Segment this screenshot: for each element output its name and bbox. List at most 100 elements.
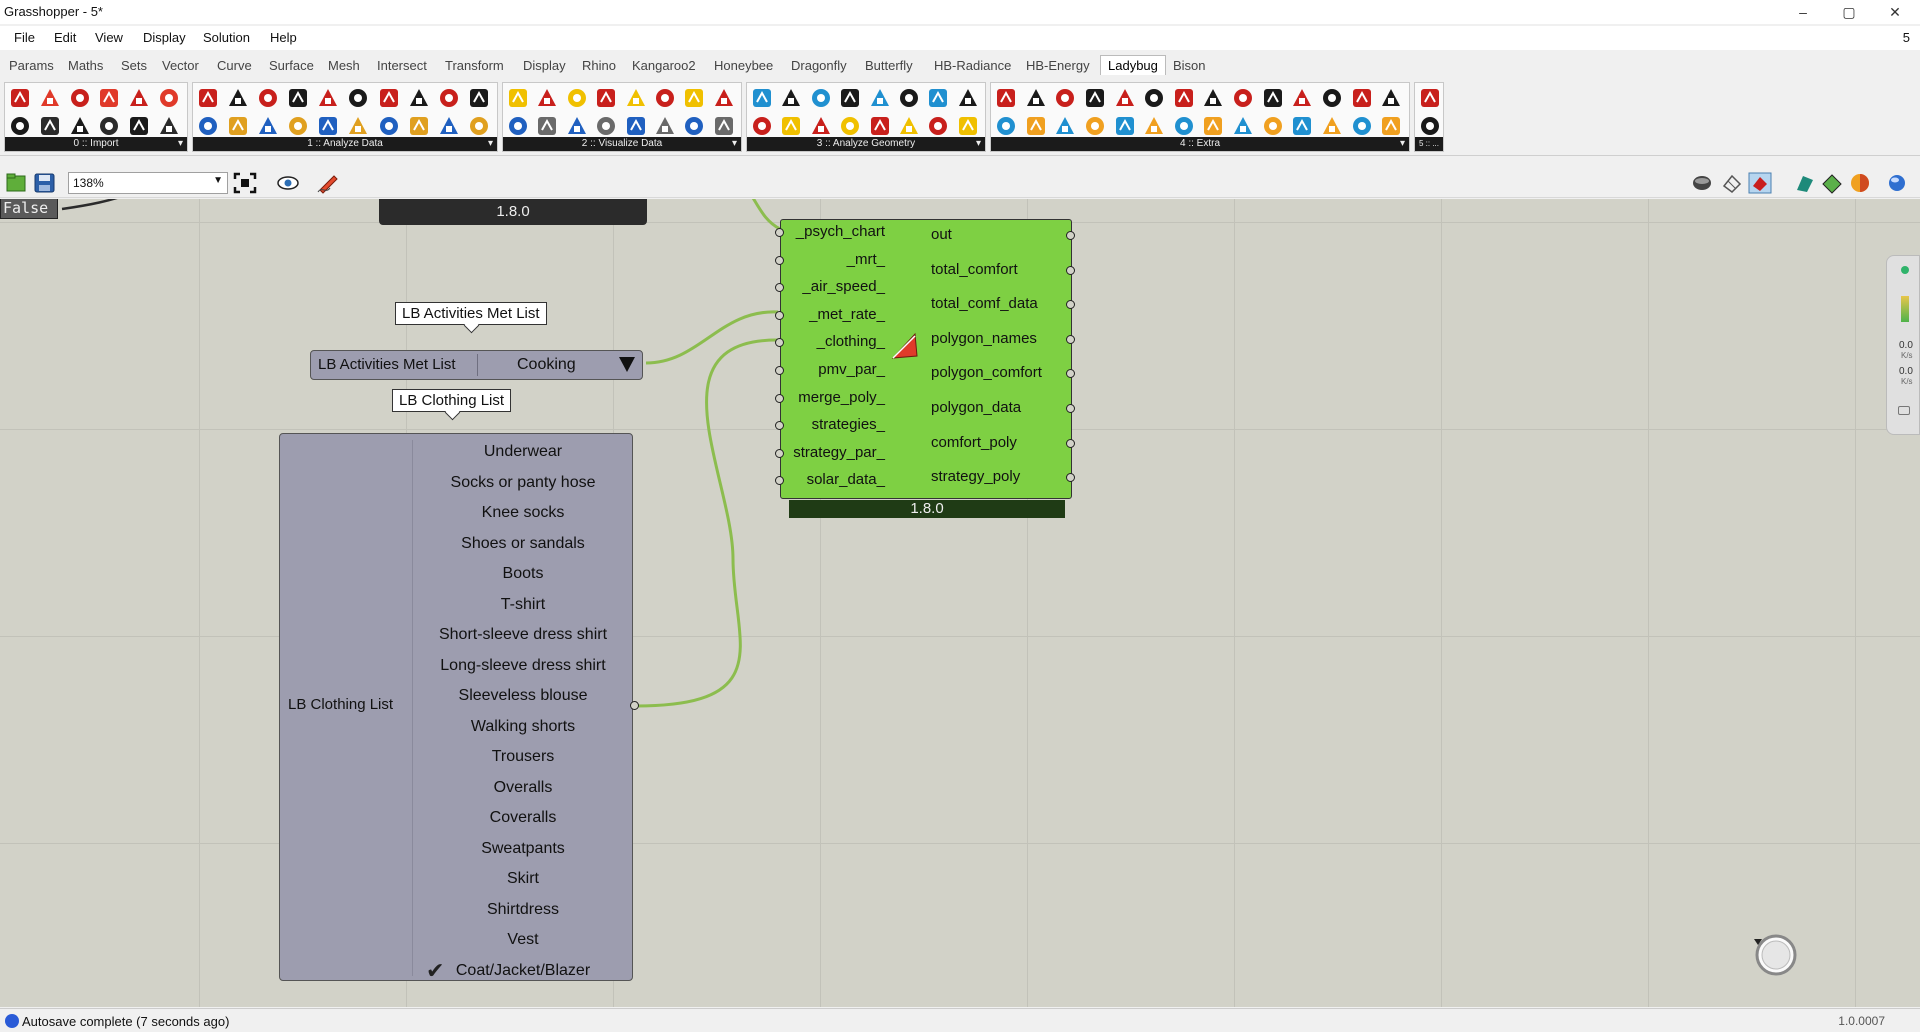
more-tool-icon[interactable] bbox=[1418, 114, 1442, 138]
sketch-pen-icon[interactable] bbox=[316, 172, 340, 194]
visualize-data-tool-icon[interactable] bbox=[682, 114, 706, 138]
analyze-data-tool-icon[interactable] bbox=[196, 114, 220, 138]
visualize-data-tool-icon[interactable] bbox=[565, 114, 589, 138]
import-tool-icon[interactable] bbox=[38, 86, 62, 110]
preview-eye-icon[interactable] bbox=[276, 172, 300, 194]
clothing-item[interactable]: Overalls bbox=[414, 773, 632, 804]
input-param[interactable]: _clothing_ bbox=[816, 333, 885, 351]
expand-icon[interactable]: ▾ bbox=[177, 138, 183, 149]
menu-solution[interactable]: Solution bbox=[203, 30, 250, 45]
activities-value-list[interactable]: LB Activities Met List Cooking bbox=[310, 350, 959, 380]
clothing-item[interactable]: Socks or panty hose bbox=[414, 468, 632, 499]
tab-rhino[interactable]: Rhino bbox=[582, 58, 616, 73]
extra-tool-icon[interactable] bbox=[1113, 86, 1137, 110]
extra-tool-icon[interactable] bbox=[1053, 114, 1077, 138]
tab-surface[interactable]: Surface bbox=[269, 58, 314, 73]
input-param[interactable]: strategies_ bbox=[811, 416, 885, 434]
analyze-geometry-tool-icon[interactable] bbox=[868, 114, 892, 138]
analyze-geometry-tool-icon[interactable] bbox=[897, 114, 921, 138]
tab-butterfly[interactable]: Butterfly bbox=[865, 58, 913, 73]
extra-tool-icon[interactable] bbox=[1261, 86, 1285, 110]
analyze-data-tool-icon[interactable] bbox=[437, 86, 461, 110]
mesh-icon[interactable] bbox=[1820, 172, 1844, 194]
extra-tool-icon[interactable] bbox=[994, 86, 1018, 110]
output-port[interactable] bbox=[1066, 438, 1075, 448]
tab-hb-radiance[interactable]: HB-Radiance bbox=[934, 58, 1012, 73]
analyze-data-tool-icon[interactable] bbox=[377, 114, 401, 138]
analyze-data-tool-icon[interactable] bbox=[226, 114, 250, 138]
analyze-data-tool-icon[interactable] bbox=[256, 86, 280, 110]
import-tool-icon[interactable] bbox=[68, 86, 92, 110]
output-param[interactable]: polygon_names bbox=[931, 329, 1037, 347]
input-param[interactable]: _mrt_ bbox=[846, 250, 885, 268]
extra-tool-icon[interactable] bbox=[1142, 114, 1166, 138]
analyze-geometry-tool-icon[interactable] bbox=[809, 86, 833, 110]
preview-mode-icon[interactable] bbox=[1690, 172, 1714, 194]
clothing-item[interactable]: Coat/Jacket/Blazer✔ bbox=[414, 956, 632, 987]
extra-tool-icon[interactable] bbox=[1172, 86, 1196, 110]
extra-tool-icon[interactable] bbox=[1320, 114, 1344, 138]
import-tool-icon[interactable] bbox=[127, 86, 151, 110]
input-port[interactable] bbox=[775, 448, 784, 458]
menu-view[interactable]: View bbox=[95, 30, 123, 45]
analyze-geometry-tool-icon[interactable] bbox=[838, 114, 862, 138]
tab-params[interactable]: Params bbox=[9, 58, 54, 73]
extra-tool-icon[interactable] bbox=[1320, 86, 1344, 110]
import-tool-icon[interactable] bbox=[8, 114, 32, 138]
output-port[interactable] bbox=[1066, 231, 1075, 240]
analyze-geometry-tool-icon[interactable] bbox=[750, 86, 774, 110]
grasshopper-canvas[interactable]: False 1.8.0 LB Activities Met List LB Ac… bbox=[0, 199, 1920, 1007]
extra-tool-icon[interactable] bbox=[1231, 86, 1255, 110]
analyze-data-tool-icon[interactable] bbox=[316, 114, 340, 138]
import-tool-icon[interactable] bbox=[8, 86, 32, 110]
analyze-geometry-tool-icon[interactable] bbox=[809, 114, 833, 138]
extra-tool-icon[interactable] bbox=[1290, 114, 1314, 138]
tab-maths[interactable]: Maths bbox=[68, 58, 104, 73]
input-port[interactable] bbox=[775, 283, 784, 293]
visualize-data-tool-icon[interactable] bbox=[594, 114, 618, 138]
import-tool-icon[interactable] bbox=[157, 114, 181, 138]
output-port[interactable] bbox=[1066, 300, 1075, 310]
input-port[interactable] bbox=[775, 338, 784, 348]
input-port[interactable] bbox=[775, 421, 784, 431]
input-port[interactable] bbox=[775, 366, 784, 375]
expand-icon[interactable]: ▾ bbox=[731, 138, 737, 149]
analyze-geometry-tool-icon[interactable] bbox=[956, 114, 980, 138]
input-port[interactable] bbox=[775, 476, 784, 486]
visualize-data-tool-icon[interactable] bbox=[594, 86, 618, 110]
analyze-data-tool-icon[interactable] bbox=[377, 86, 401, 110]
output-param[interactable]: comfort_poly bbox=[931, 433, 1017, 451]
visualize-data-tool-icon[interactable] bbox=[624, 114, 648, 138]
output-param[interactable]: strategy_poly bbox=[931, 468, 1021, 486]
input-param[interactable]: solar_data_ bbox=[806, 471, 885, 489]
maximize-button[interactable]: ▢ bbox=[1842, 4, 1856, 20]
clothing-item[interactable]: Underwear bbox=[414, 437, 632, 468]
input-param[interactable]: strategy_par_ bbox=[793, 443, 885, 461]
output-param[interactable]: polygon_data bbox=[931, 399, 1022, 416]
output-param[interactable]: out bbox=[931, 226, 952, 243]
extra-tool-icon[interactable] bbox=[1142, 86, 1166, 110]
analyze-data-tool-icon[interactable] bbox=[467, 114, 491, 138]
analyze-data-tool-icon[interactable] bbox=[286, 86, 310, 110]
analyze-geometry-tool-icon[interactable] bbox=[897, 86, 921, 110]
expand-icon[interactable]: ▾ bbox=[975, 138, 981, 149]
expand-icon[interactable]: ▾ bbox=[487, 138, 493, 149]
zoom-select[interactable]: 138%▼ bbox=[68, 172, 228, 194]
clothing-item[interactable]: Skirt bbox=[414, 864, 632, 895]
tab-honeybee[interactable]: Honeybee bbox=[714, 58, 774, 73]
clothing-item[interactable]: Short-sleeve dress shirt bbox=[414, 620, 632, 651]
import-tool-icon[interactable] bbox=[157, 86, 181, 110]
dropdown-arrow-icon[interactable] bbox=[619, 357, 635, 372]
visualize-data-tool-icon[interactable] bbox=[565, 86, 589, 110]
output-port[interactable] bbox=[1066, 369, 1075, 379]
analyze-data-tool-icon[interactable] bbox=[467, 86, 491, 110]
tab-mesh[interactable]: Mesh bbox=[328, 58, 360, 73]
tab-sets[interactable]: Sets bbox=[121, 58, 148, 73]
zoom-extents-icon[interactable] bbox=[233, 172, 257, 194]
visualize-data-tool-icon[interactable] bbox=[682, 86, 706, 110]
extra-tool-icon[interactable] bbox=[1350, 86, 1374, 110]
import-tool-icon[interactable] bbox=[97, 114, 121, 138]
extra-tool-icon[interactable] bbox=[1083, 114, 1107, 138]
save-file-icon[interactable] bbox=[33, 172, 57, 194]
visualize-data-tool-icon[interactable] bbox=[653, 86, 677, 110]
